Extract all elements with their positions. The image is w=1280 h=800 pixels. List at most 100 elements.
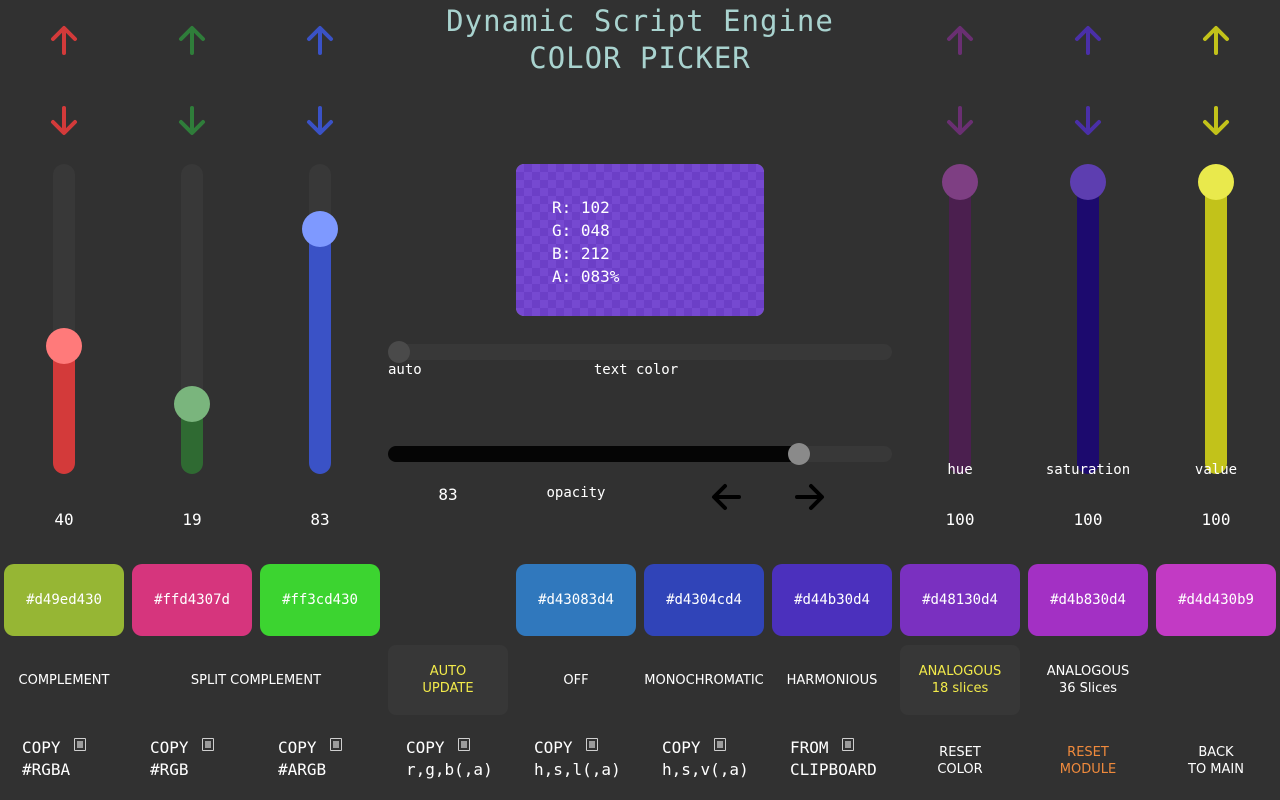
text-color-slider[interactable] — [388, 344, 892, 360]
red-down-arrow-icon[interactable] — [40, 97, 88, 145]
green-slider-fill — [181, 404, 203, 474]
complement-mode-button[interactable]: COMPLEMENT — [18, 672, 110, 688]
swatch-8[interactable]: #d4b830d4 — [1028, 564, 1148, 636]
swatch-split-complement-2[interactable]: #ff3cd430 — [260, 564, 380, 636]
saturation-slider-fill — [1077, 182, 1099, 474]
blue-up-arrow-icon[interactable] — [296, 16, 344, 64]
copy-rgb-tuple-button[interactable]: COPY r,g,b(,a) — [388, 736, 508, 786]
swatch-9[interactable]: #d4d430b9 — [1156, 564, 1276, 636]
red-up-arrow-icon[interactable] — [40, 16, 88, 64]
auto-update-button[interactable]: AUTO UPDATE — [388, 645, 508, 715]
saturation-label: saturation — [1045, 462, 1131, 478]
opacity-slider-knob[interactable] — [788, 443, 811, 465]
blue-value: 83 — [310, 510, 330, 529]
copy-rgba-button[interactable]: COPY #RGBA — [4, 736, 124, 786]
green-down-arrow-icon[interactable] — [168, 97, 216, 145]
green-value: 19 — [182, 510, 202, 529]
off-mode-button[interactable]: OFF — [563, 672, 589, 688]
preview-a-label: A: — [552, 267, 572, 286]
blue-slider-fill — [309, 229, 331, 474]
value-down-arrow-icon[interactable] — [1192, 97, 1240, 145]
auto-update-line1: AUTO — [429, 664, 467, 679]
from-clipboard-button[interactable]: FROM CLIPBOARD — [772, 736, 892, 786]
preview-b-value: 212 — [580, 244, 610, 263]
clipboard-icon — [714, 738, 726, 751]
value-value: 100 — [1201, 510, 1231, 529]
clipboard-icon — [330, 738, 342, 751]
hue-up-arrow-icon[interactable] — [936, 16, 984, 64]
preview-r-value: 102 — [580, 198, 610, 217]
split-complement-mode-button[interactable]: SPLIT COMPLEMENT — [190, 672, 322, 688]
swatch-split-complement-1[interactable]: #ffd4307d — [132, 564, 252, 636]
hue-slider-fill — [949, 182, 971, 474]
clipboard-icon — [458, 738, 470, 751]
preview-b-label: B: — [552, 244, 572, 263]
swatch-7[interactable]: #d48130d4 — [900, 564, 1020, 636]
from-clipboard-line1: FROM — [790, 738, 829, 757]
harmonious-mode-button[interactable]: HARMONIOUS — [786, 672, 878, 688]
page-title: COLOR PICKER — [529, 41, 751, 75]
swatch-complement[interactable]: #d49ed430 — [4, 564, 124, 636]
blue-slider-knob[interactable] — [302, 211, 338, 247]
copy-argb-line1: COPY — [278, 738, 317, 757]
value-label: value — [1194, 462, 1238, 478]
clipboard-icon — [842, 738, 854, 751]
clipboard-icon — [74, 738, 86, 751]
opacity-label: opacity — [546, 485, 606, 501]
preview-a-value: 083% — [580, 267, 620, 286]
copy-argb-line2: #ARGB — [278, 760, 327, 779]
text-color-slider-knob[interactable] — [388, 341, 410, 363]
copy-argb-button[interactable]: COPY #ARGB — [260, 736, 380, 786]
copy-hsl-line2: h,s,l(,a) — [534, 760, 621, 779]
auto-update-line2: UPDATE — [422, 681, 474, 696]
value-up-arrow-icon[interactable] — [1192, 16, 1240, 64]
reset-module-button[interactable]: RESET MODULE — [1028, 736, 1148, 786]
back-to-main-button[interactable]: BACK TO MAIN — [1156, 736, 1276, 786]
clipboard-icon — [202, 738, 214, 751]
clipboard-icon — [586, 738, 598, 751]
blue-down-arrow-icon[interactable] — [296, 97, 344, 145]
text-color-label: text color — [593, 362, 679, 378]
left-arrow-icon[interactable] — [702, 473, 750, 521]
swatch-5[interactable]: #d4304cd4 — [644, 564, 764, 636]
monochromatic-mode-button[interactable]: MONOCHROMATIC — [644, 672, 764, 688]
right-arrow-icon[interactable] — [786, 473, 834, 521]
saturation-down-arrow-icon[interactable] — [1064, 97, 1112, 145]
reset-module-line1: RESET — [1067, 745, 1109, 760]
copy-hsv-line1: COPY — [662, 738, 701, 757]
hue-slider-knob[interactable] — [942, 164, 978, 200]
green-up-arrow-icon[interactable] — [168, 16, 216, 64]
back-line1: BACK — [1198, 745, 1234, 760]
value-slider-fill — [1205, 182, 1227, 474]
copy-hsl-button[interactable]: COPY h,s,l(,a) — [516, 736, 636, 786]
green-slider-knob[interactable] — [174, 386, 210, 422]
saturation-slider-knob[interactable] — [1070, 164, 1106, 200]
value-slider-knob[interactable] — [1198, 164, 1234, 200]
red-slider-fill — [53, 346, 75, 474]
copy-rgb-line1: COPY — [150, 738, 189, 757]
red-value: 40 — [54, 510, 74, 529]
copy-rgb-button[interactable]: COPY #RGB — [132, 736, 252, 786]
reset-module-line2: MODULE — [1059, 762, 1117, 777]
copy-hsv-line2: h,s,v(,a) — [662, 760, 749, 779]
swatch-6[interactable]: #d44b30d4 — [772, 564, 892, 636]
hue-label: hue — [947, 462, 973, 478]
opacity-slider-fill — [388, 446, 800, 462]
copy-rgb-line2: #RGB — [150, 760, 189, 779]
red-slider-knob[interactable] — [46, 328, 82, 364]
analogous-18-line1: ANALOGOUS — [918, 664, 1002, 679]
copy-rgba-line2: #RGBA — [22, 760, 71, 779]
back-line2: TO MAIN — [1188, 762, 1244, 777]
preview-g-value: 048 — [580, 221, 610, 240]
analogous-36-line2: 36 Slices — [1058, 681, 1118, 696]
saturation-up-arrow-icon[interactable] — [1064, 16, 1112, 64]
swatch-4[interactable]: #d43083d4 — [516, 564, 636, 636]
copy-rgba-line1: COPY — [22, 738, 61, 757]
opacity-value: 83 — [438, 485, 458, 504]
hue-down-arrow-icon[interactable] — [936, 97, 984, 145]
copy-hsv-button[interactable]: COPY h,s,v(,a) — [644, 736, 764, 786]
hue-value: 100 — [945, 510, 975, 529]
